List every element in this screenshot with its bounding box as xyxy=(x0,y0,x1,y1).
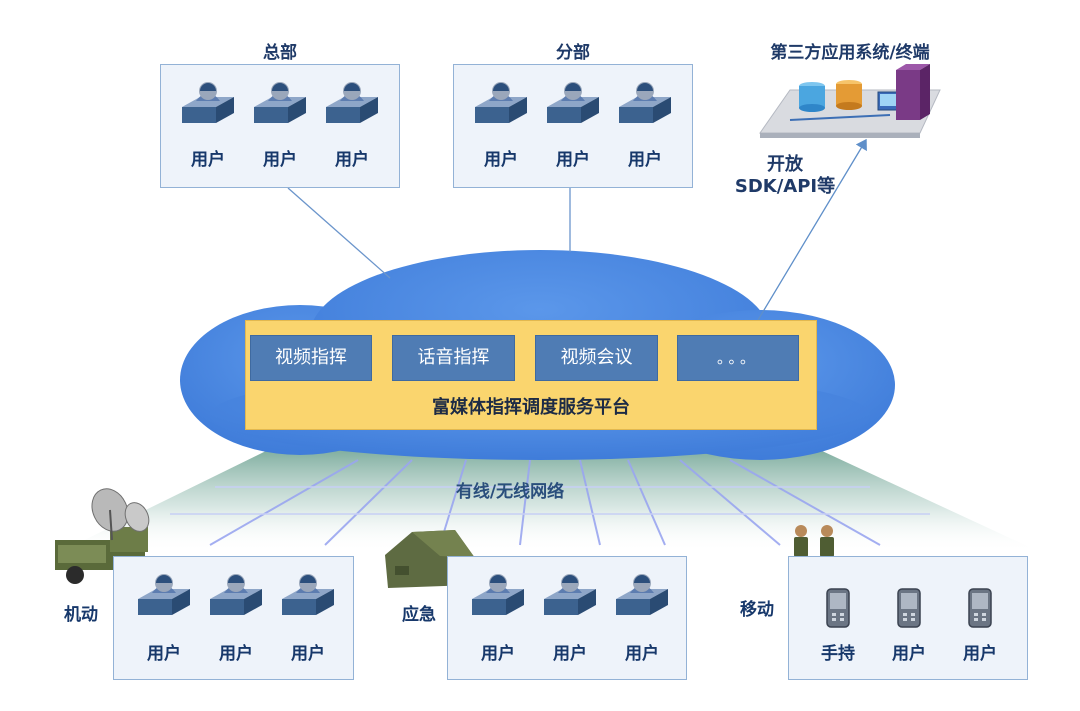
branch-title: 分部 xyxy=(556,43,590,63)
mobile-vehicle-box: 用户 用户 用户 xyxy=(113,556,354,680)
emergency-box: 用户 用户 用户 xyxy=(447,556,687,680)
mobile-handheld-label: 手持 xyxy=(821,644,855,664)
emergency-user-label: 用户 xyxy=(553,644,587,664)
mobile-vehicle-user-label: 用户 xyxy=(147,644,181,664)
mobile-label: 移动 xyxy=(740,600,774,620)
hq-user-label: 用户 xyxy=(191,150,225,170)
user-icon xyxy=(138,574,190,615)
branch-user-label: 用户 xyxy=(628,150,662,170)
emergency-user-label: 用户 xyxy=(481,644,515,664)
mobile-vehicle-user-label: 用户 xyxy=(291,644,325,664)
phone-icon xyxy=(968,588,992,628)
mobile-vehicle-label: 机动 xyxy=(64,605,98,625)
user-icon xyxy=(544,574,596,615)
user-icon xyxy=(182,82,234,123)
hq-title: 总部 xyxy=(263,43,297,63)
user-icon xyxy=(282,574,334,615)
hq-user-label: 用户 xyxy=(263,150,297,170)
branch-user-label: 用户 xyxy=(484,150,518,170)
third-party-title: 第三方应用系统/终端 xyxy=(770,43,930,63)
api-arrow xyxy=(757,138,867,321)
mobile-box: 手持 用户 用户 xyxy=(788,556,1028,680)
api-label-open: 开放 xyxy=(767,154,803,175)
user-icon xyxy=(254,82,306,123)
module-video-conference: 视频会议 xyxy=(535,335,658,381)
user-icon xyxy=(210,574,262,615)
network-grid xyxy=(60,450,1040,552)
emergency-user-label: 用户 xyxy=(625,644,659,664)
mobile-user-label: 用户 xyxy=(892,644,926,664)
hq-connector xyxy=(287,187,391,279)
phone-icon xyxy=(897,588,921,628)
mobile-user-label: 用户 xyxy=(963,644,997,664)
hq-user-label: 用户 xyxy=(335,150,369,170)
module-more: 。。。 xyxy=(677,335,799,381)
phone-icon xyxy=(826,588,850,628)
platform-name: 富媒体指挥调度服务平台 xyxy=(432,397,630,418)
api-label-sdk: SDK/API等 xyxy=(734,176,836,197)
third-party-system-icon xyxy=(759,64,941,138)
user-icon xyxy=(472,574,524,615)
mobile-vehicle-user-label: 用户 xyxy=(219,644,253,664)
user-icon xyxy=(326,82,378,123)
module-video-command: 视频指挥 xyxy=(250,335,372,381)
user-icon xyxy=(619,82,671,123)
user-icon xyxy=(547,82,599,123)
branch-user-label: 用户 xyxy=(556,150,590,170)
user-icon xyxy=(475,82,527,123)
user-icon xyxy=(616,574,668,615)
branch-box: 用户 用户 用户 xyxy=(453,64,693,188)
hq-box: 用户 用户 用户 xyxy=(160,64,400,188)
module-voice-command: 话音指挥 xyxy=(392,335,515,381)
emergency-label: 应急 xyxy=(402,605,436,625)
network-label: 有线/无线网络 xyxy=(455,482,565,502)
